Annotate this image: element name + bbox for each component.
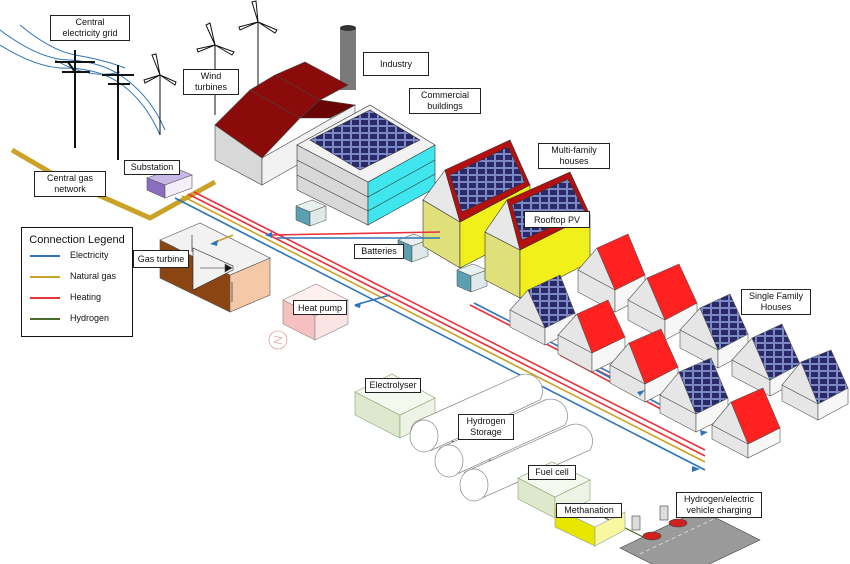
- label-fuel-cell: Fuel cell: [528, 465, 576, 480]
- wind-turbine-3: [238, 0, 278, 90]
- legend-label: Hydrogen: [70, 313, 110, 323]
- legend-label: Electricity: [70, 250, 109, 260]
- single-family-house-4: [627, 263, 698, 341]
- label-central-grid: Central electricity grid: [50, 15, 130, 41]
- pylon-1: [55, 50, 95, 148]
- label-wind-turbines: Wind turbines: [183, 69, 239, 95]
- substation-building: [146, 167, 193, 199]
- connection-legend: Connection Legend Electricity Natural ga…: [21, 227, 133, 337]
- battery-pack-1: [295, 199, 327, 227]
- legend-swatch: [30, 318, 60, 320]
- single-family-house-7: [659, 357, 729, 433]
- label-hydrogen-storage: Hydrogen Storage: [458, 414, 514, 440]
- single-family-house-10: [781, 349, 849, 421]
- label-rooftop-pv: Rooftop PV: [524, 211, 590, 228]
- label-substation: Substation: [124, 160, 180, 175]
- legend-swatch: [30, 255, 60, 257]
- hydrogen-storage-tanks: [409, 373, 593, 502]
- power-lines: [0, 24, 166, 136]
- legend-item-heating: Heating: [22, 288, 132, 309]
- flow-arrows: [210, 232, 708, 472]
- label-batteries: Batteries: [354, 244, 404, 259]
- label-commercial-buildings: Commercial buildings: [409, 88, 481, 114]
- legend-swatch: [30, 297, 60, 299]
- legend-swatch: [30, 276, 60, 278]
- label-multi-family-houses: Multi-family houses: [538, 143, 610, 169]
- label-methanation: Methanation: [556, 503, 622, 518]
- charging-station: [619, 505, 761, 564]
- label-vehicle-charging: Hydrogen/electric vehicle charging: [676, 492, 762, 518]
- single-family-house-1: [509, 274, 576, 346]
- commercial-building: [296, 104, 436, 226]
- label-heat-pump: Heat pump: [293, 300, 347, 315]
- legend-label: Heating: [70, 292, 102, 302]
- heat-pump-unit: [268, 283, 349, 350]
- legend-item-hydrogen: Hydrogen: [22, 309, 132, 330]
- legend-label: Natural gas: [70, 271, 117, 281]
- industry-chimney: [340, 25, 356, 90]
- single-family-house-9: [711, 387, 781, 459]
- legend-item-electricity: Electricity: [22, 246, 132, 267]
- label-central-gas-network: Central gas network: [34, 171, 106, 197]
- label-single-family-houses: Single Family Houses: [741, 289, 811, 315]
- wind-turbine-2: [196, 22, 235, 115]
- wind-turbine-1: [143, 53, 177, 135]
- label-electrolyser: Electrolyser: [365, 378, 421, 393]
- single-family-house-6: [679, 293, 749, 369]
- battery-pack-3: [456, 263, 488, 293]
- pylon-2: [102, 65, 134, 160]
- legend-title: Connection Legend: [29, 234, 125, 246]
- gas-network-pipe: [10, 147, 217, 221]
- legend-item-natural-gas: Natural gas: [22, 267, 132, 288]
- label-gas-turbine: Gas turbine: [133, 250, 189, 268]
- label-industry: Industry: [363, 52, 429, 76]
- single-family-house-3: [557, 299, 626, 373]
